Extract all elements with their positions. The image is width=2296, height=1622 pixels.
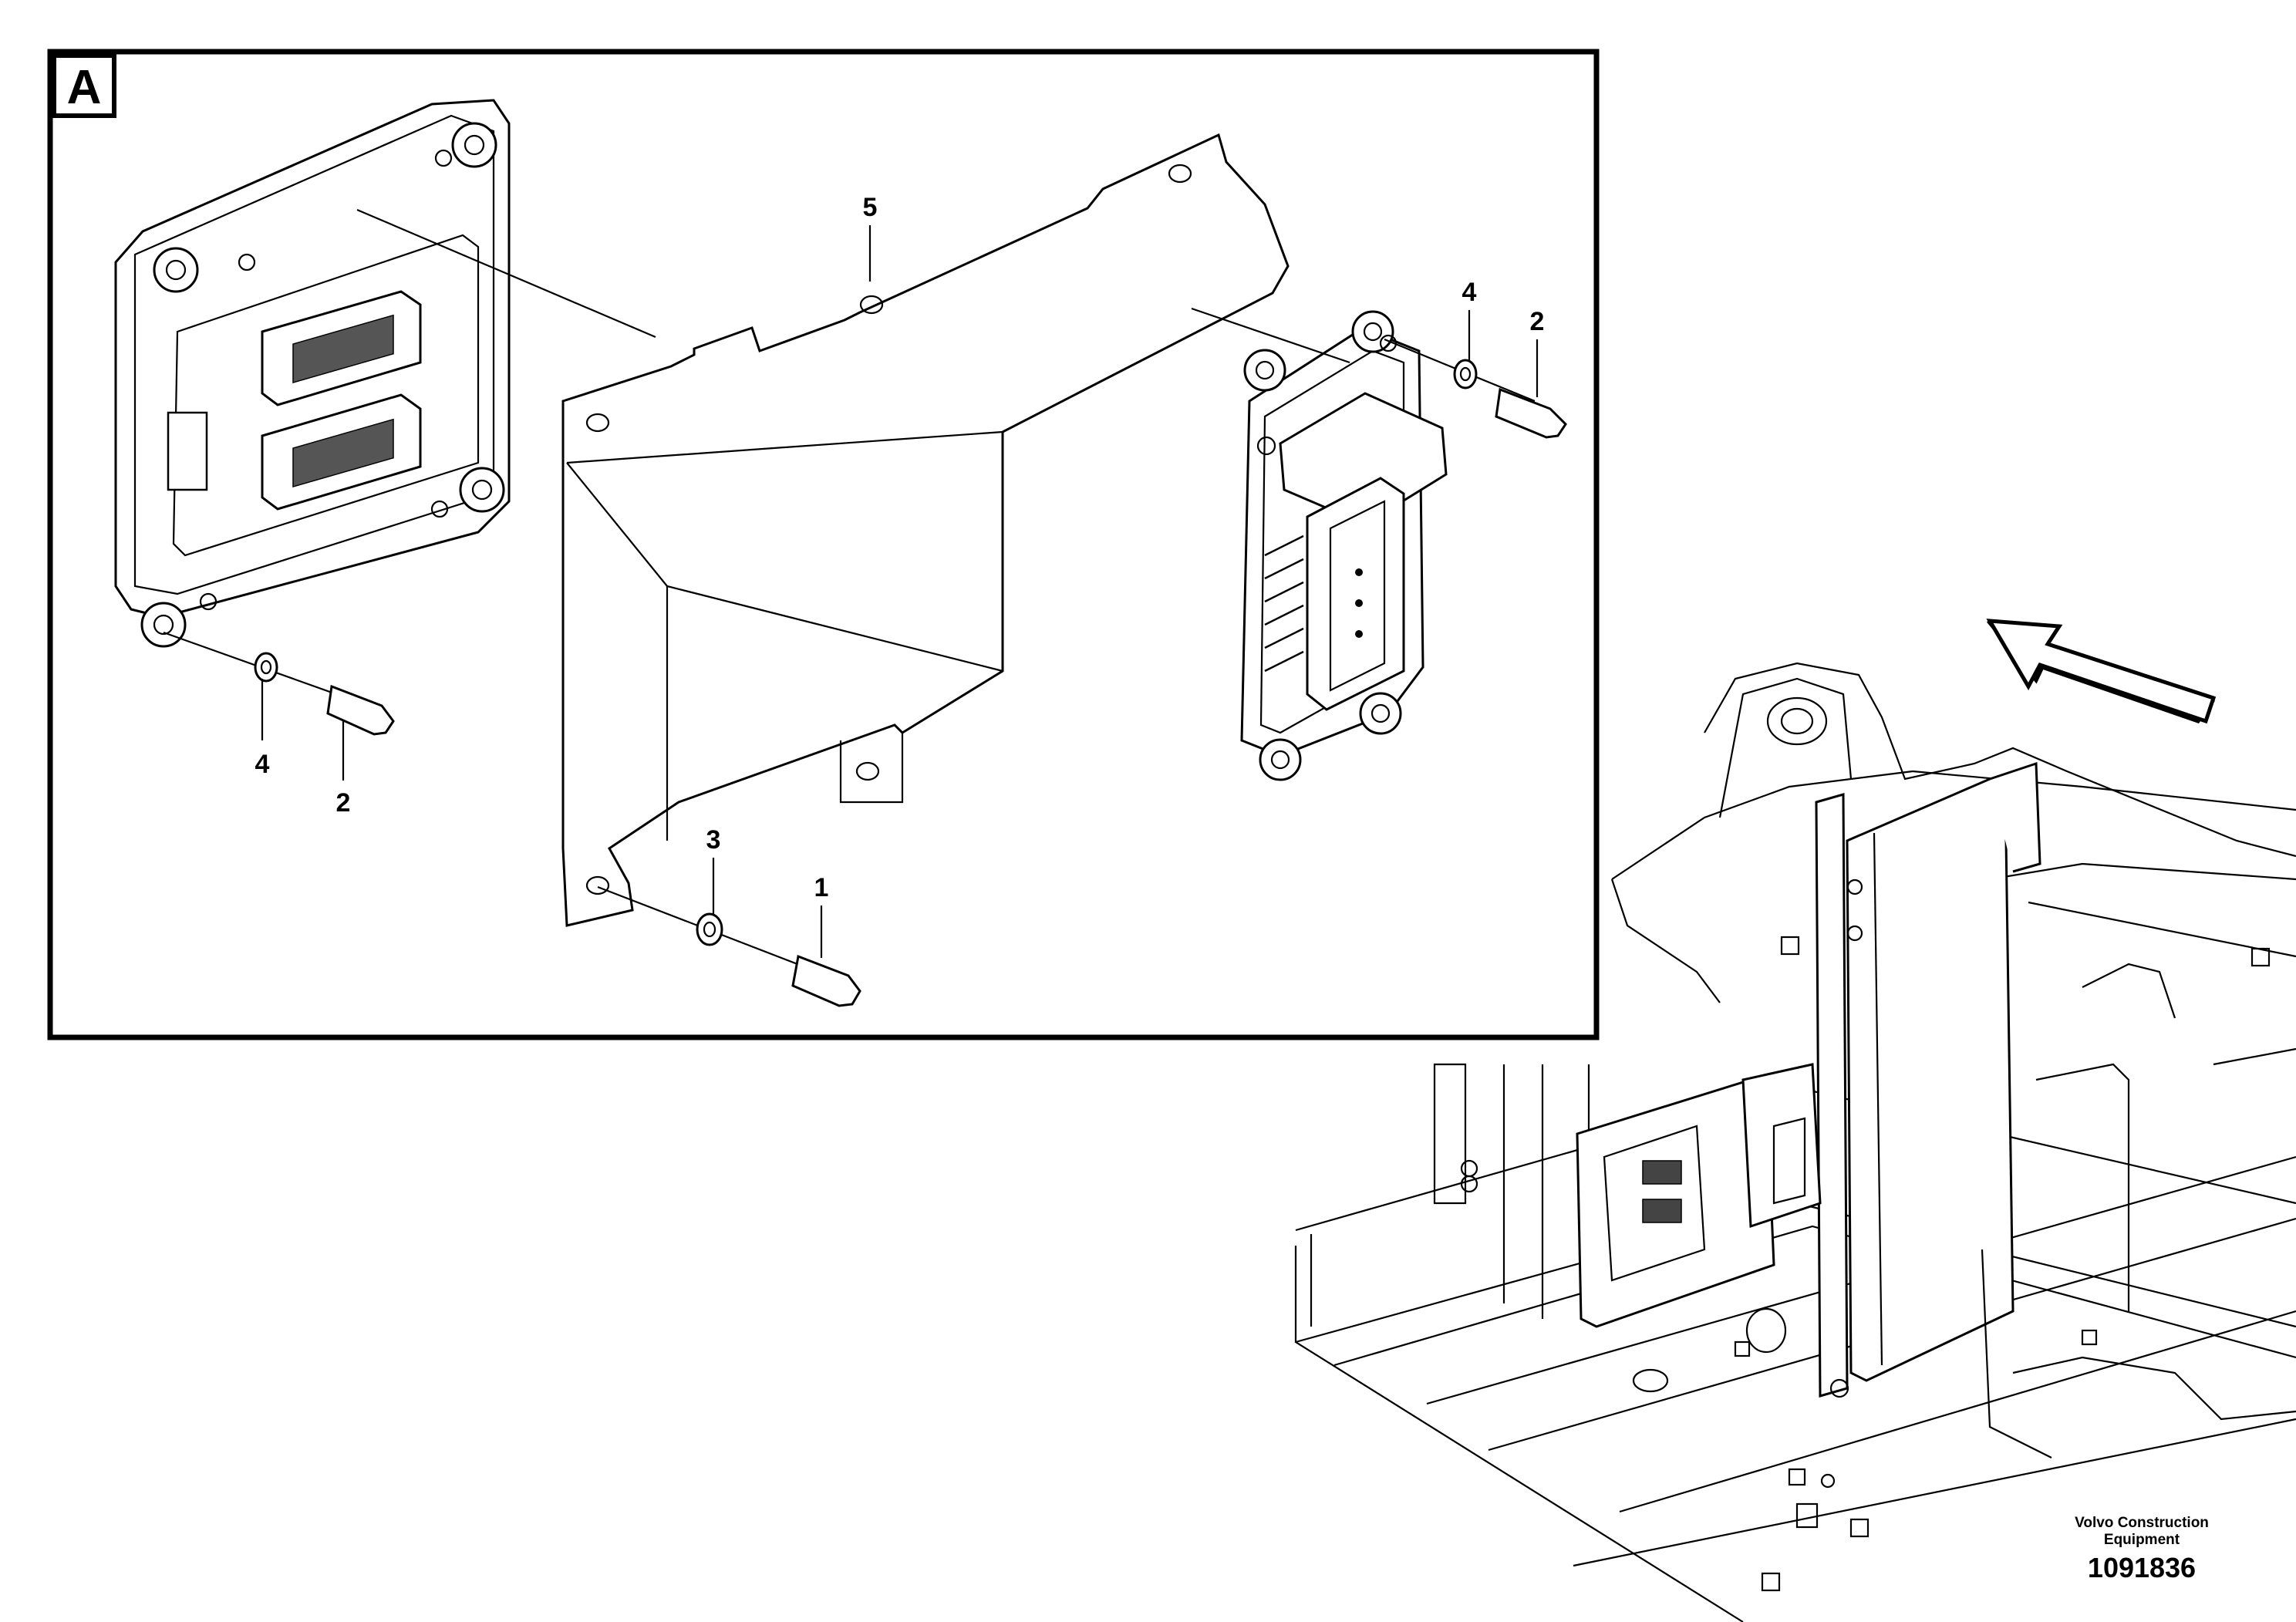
callout-3: 3 — [706, 825, 721, 855]
drawing-number: 1091836 — [2087, 1552, 2197, 1583]
callout-5: 5 — [863, 193, 878, 222]
callout-4-right: 4 — [1462, 278, 1477, 307]
fastener-bracket — [597, 885, 861, 1007]
callout-2-right: 2 — [1530, 307, 1545, 336]
callout-2-left: 2 — [336, 788, 351, 818]
callout-4-left: 4 — [255, 750, 270, 779]
machine-frame-illustration — [1294, 662, 2296, 1622]
detail-label: A — [67, 61, 102, 114]
callout-1: 1 — [814, 873, 829, 902]
leader-ecu-left — [356, 208, 656, 339]
company-name: Volvo Construction Equipment — [2075, 1515, 2209, 1548]
fastener-left — [163, 631, 395, 736]
detail-frame: A — [47, 49, 1600, 1040]
callouts: 4 2 5 4 2 3 1 — [255, 193, 1545, 958]
leader-ecu-right — [1191, 307, 1350, 364]
ecu-right — [1240, 310, 1448, 781]
direction-arrow — [1986, 619, 2217, 724]
bracket — [561, 133, 1290, 927]
ecu-left — [114, 99, 511, 648]
fastener-right — [1384, 338, 1567, 439]
